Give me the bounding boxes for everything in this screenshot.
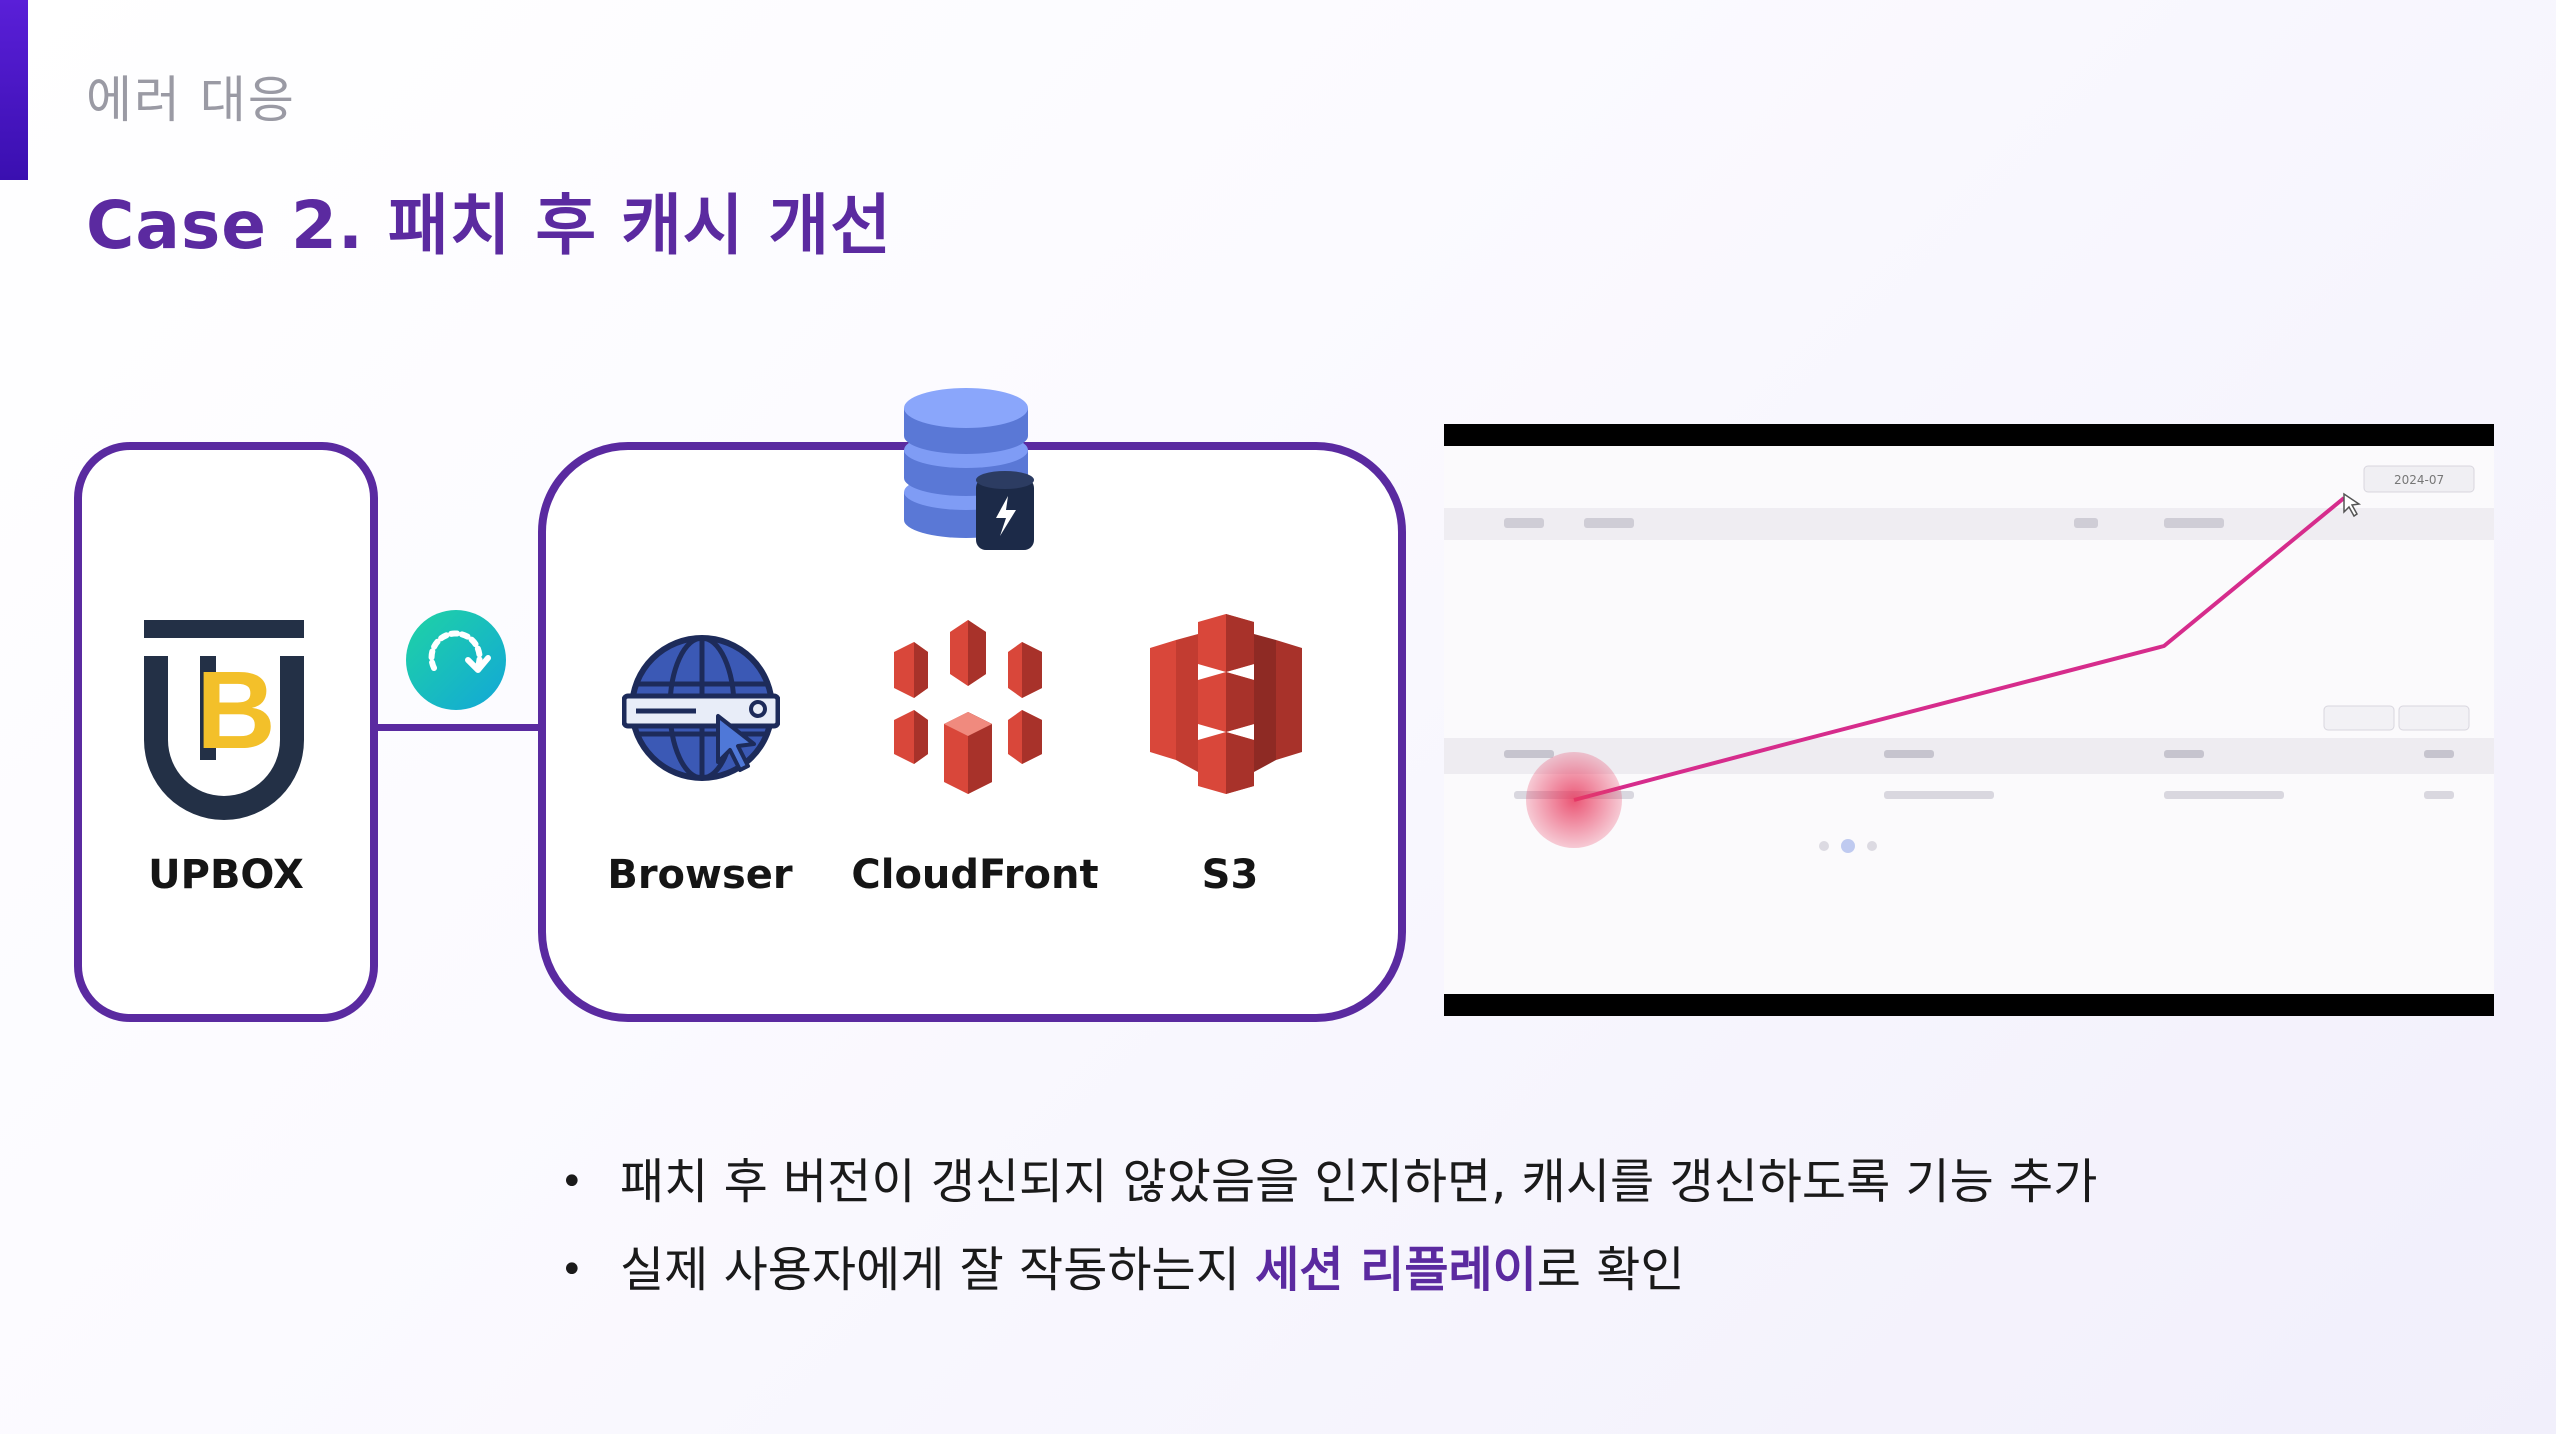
cloudfront-icon <box>894 620 1042 794</box>
session-replay-screenshot: 2024-07 <box>1444 424 2494 1016</box>
bullet-text: 실제 사용자에게 잘 작동하는지 세션 리플레이로 확인 <box>620 1238 1685 1302</box>
upbox-caption: UPBOX <box>148 852 304 898</box>
click-indicator <box>1526 752 1622 848</box>
bullet-marker: • <box>560 1159 584 1205</box>
connector-line <box>378 724 538 731</box>
replay-date-label: 2024-07 <box>2394 473 2444 487</box>
database-icon <box>904 388 1034 550</box>
browser-globe-icon <box>622 635 780 781</box>
accent-bar <box>0 0 28 180</box>
cursor-icon <box>2343 492 2362 518</box>
bullet-text-part: 실제 사용자에게 잘 작동하는지 <box>620 1242 1256 1298</box>
upbox-card <box>74 442 378 1022</box>
section-label: 에러 대응 <box>86 71 296 129</box>
bullet-text-part: 로 확인 <box>1536 1242 1685 1298</box>
replay-frame-graphics: 2024-07 <box>1444 465 2494 853</box>
bullet-text: 패치 후 버전이 갱신되지 않았음을 인지하면, 캐시를 갱신하도록 기능 추가 <box>620 1154 2098 1210</box>
session-replay-highlight: 세션 리플레이 <box>1255 1242 1537 1298</box>
bullet-marker: • <box>560 1247 584 1293</box>
refresh-icon <box>406 610 506 710</box>
lightning-badge-icon <box>976 471 1034 550</box>
replay-frame: 2024-07 <box>1444 446 2494 994</box>
browser-caption: Browser <box>607 852 793 898</box>
upbox-logo-letter: B <box>196 649 275 772</box>
s3-icon <box>1150 614 1302 794</box>
page-title: Case 2. 패치 후 캐시 개선 <box>86 187 892 264</box>
cloudfront-caption: CloudFront <box>851 852 1099 898</box>
upbox-logo: B <box>144 620 304 820</box>
s3-caption: S3 <box>1201 852 1259 898</box>
